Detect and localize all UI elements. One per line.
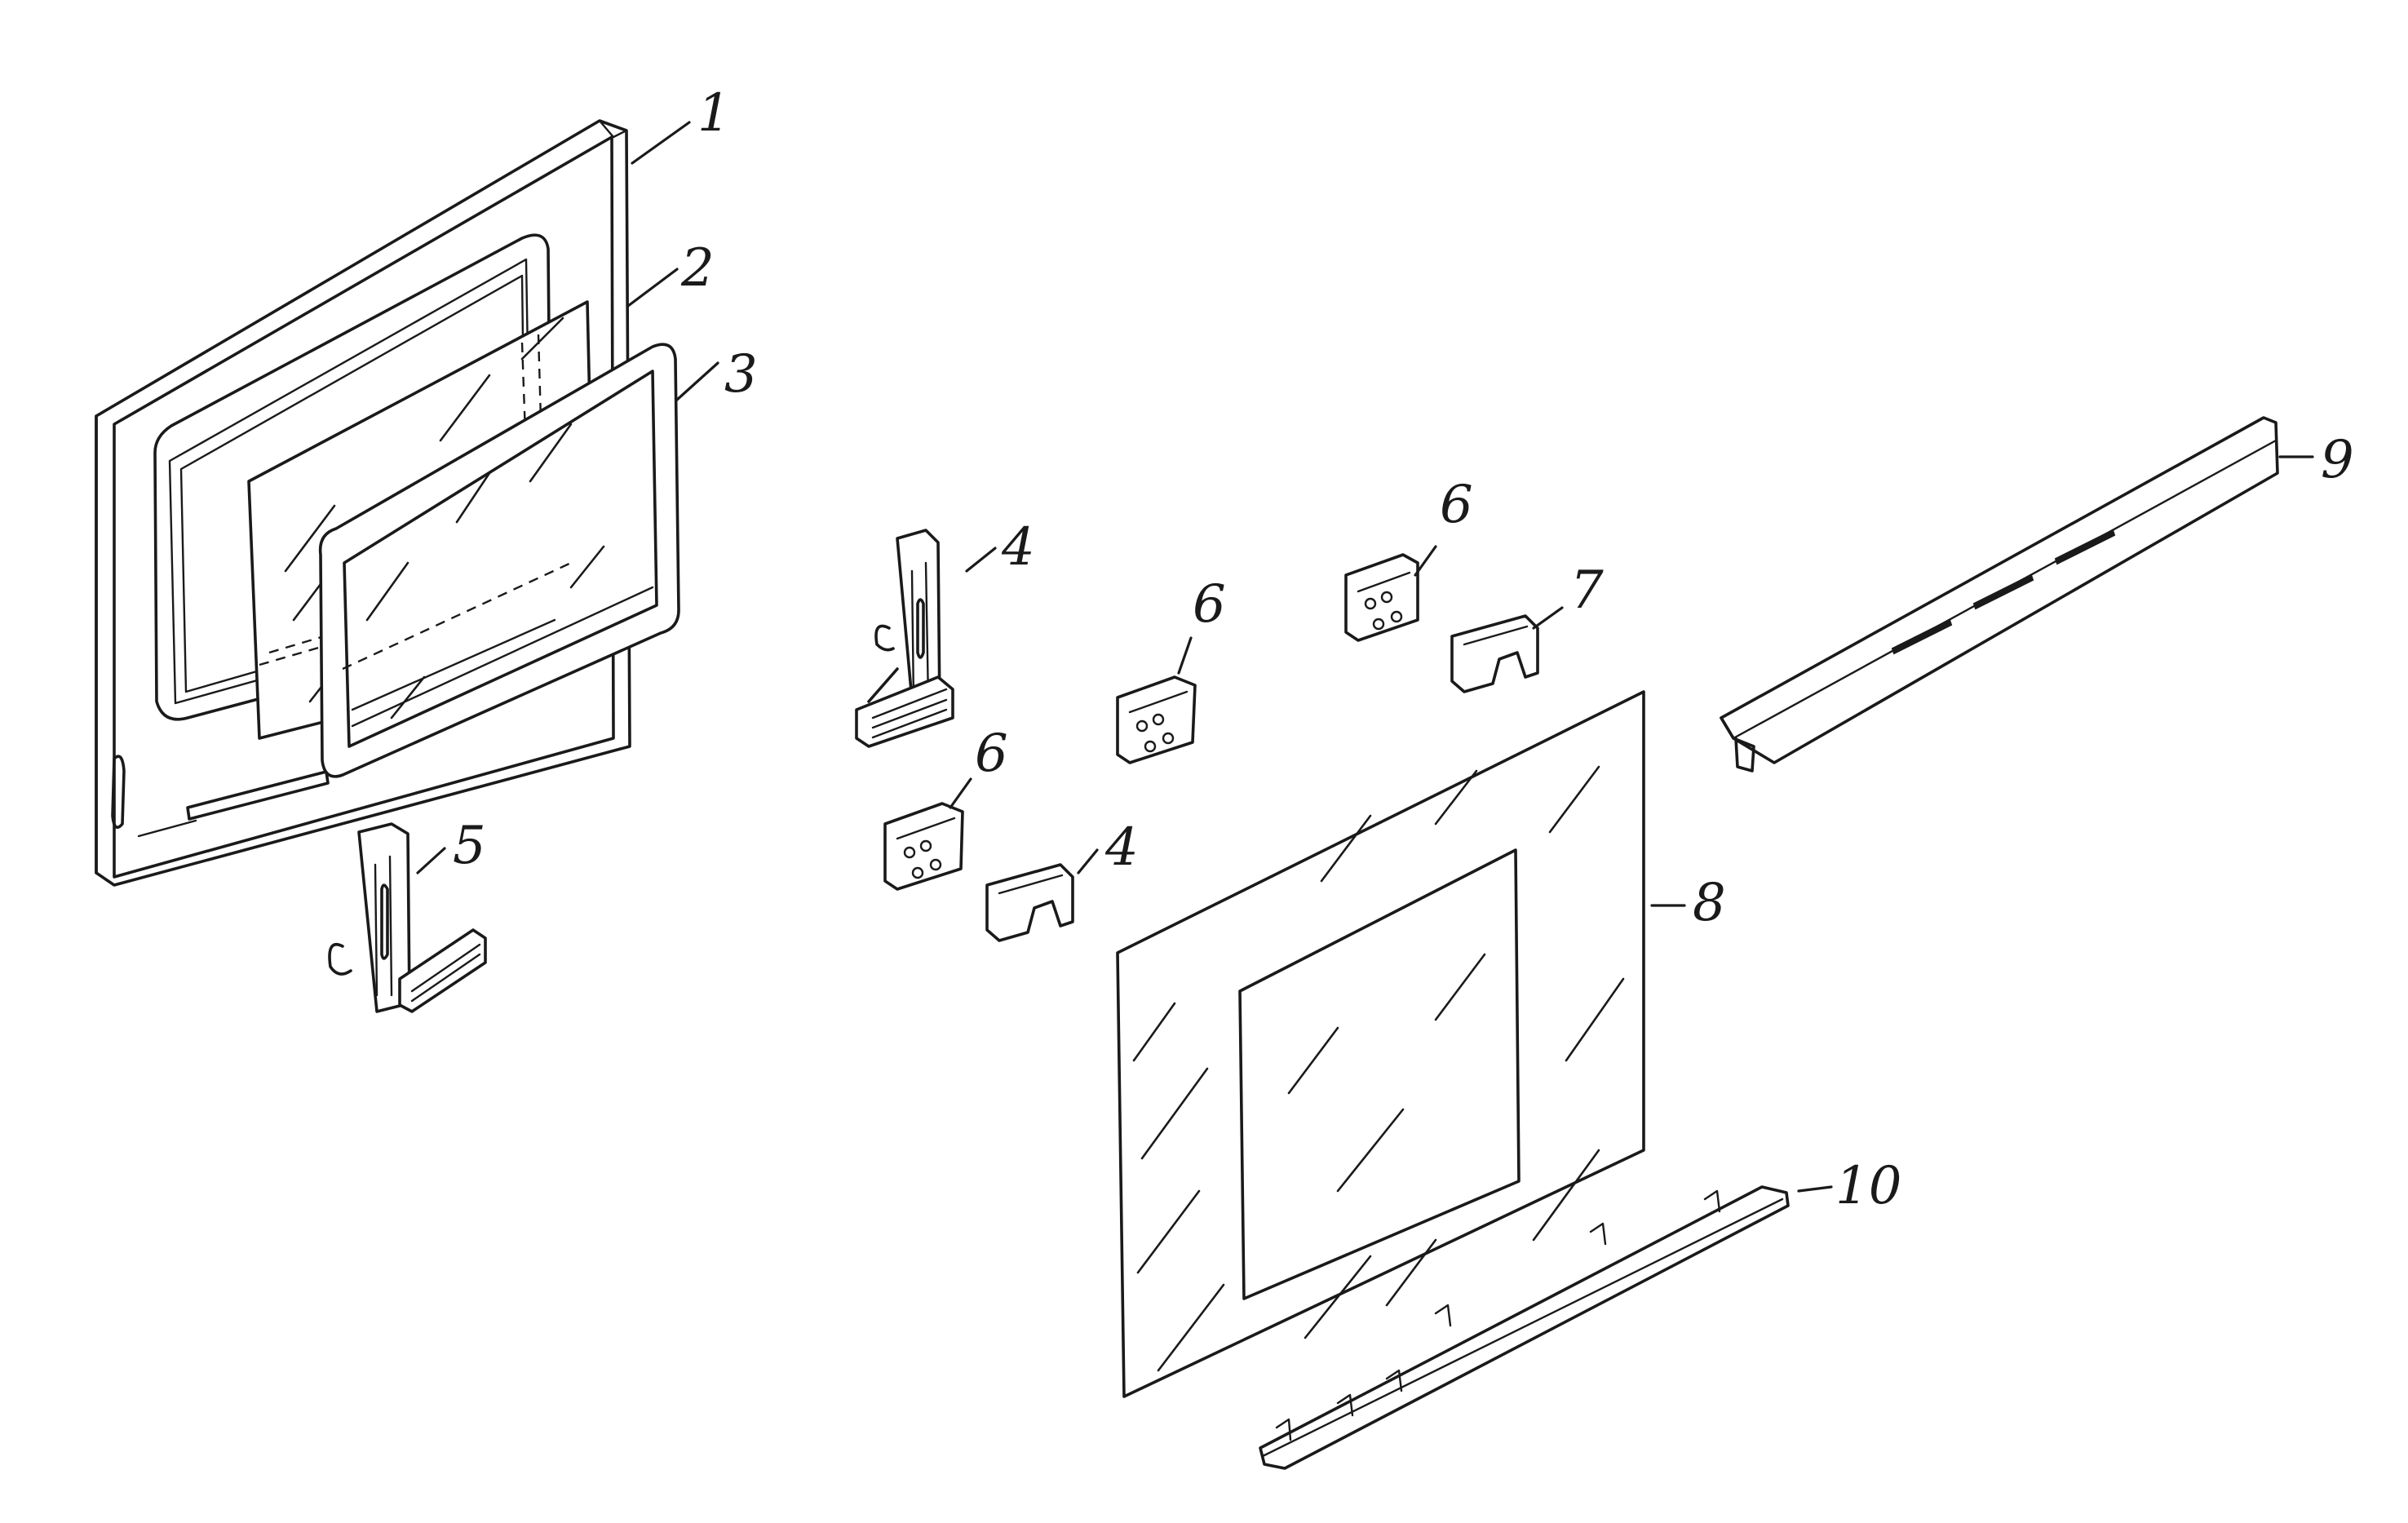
part-4-hinge-upper	[855, 529, 954, 748]
part-9-top-trim	[1720, 416, 2279, 773]
callout-7: 7	[1570, 560, 1604, 621]
callout-2: 2	[680, 238, 715, 299]
part-5-hinge	[328, 822, 487, 1013]
part-6-bracket-top	[1344, 553, 1419, 642]
callout-4-lower: 4	[1104, 817, 1139, 878]
part-6-bracket-lower	[883, 802, 964, 891]
callout-labels: 1 2 3 4 4 5 6 6 6 7 8 9 10	[453, 83, 2354, 1216]
part-3-glass-frame	[318, 343, 680, 778]
callout-6-top: 6	[1440, 475, 1473, 535]
callout-5: 5	[453, 816, 486, 876]
part-6-bracket-middle	[1116, 675, 1197, 764]
callout-6-middle: 6	[1193, 574, 1226, 635]
callout-3: 3	[724, 344, 758, 405]
part-10-bottom-trim	[1259, 1185, 1790, 1470]
part-7-clip-lower	[985, 863, 1074, 942]
callout-4-upper: 4	[1001, 517, 1035, 578]
leader-lines	[416, 121, 2314, 1193]
callout-10: 10	[1835, 1156, 1901, 1216]
part-8-outer-glass	[1116, 690, 1645, 1398]
callout-6-lower: 6	[975, 724, 1008, 784]
callout-1: 1	[697, 83, 731, 144]
callout-8: 8	[1693, 873, 1726, 933]
callout-9: 9	[2321, 430, 2354, 490]
part-7-clip-upper	[1450, 614, 1539, 693]
